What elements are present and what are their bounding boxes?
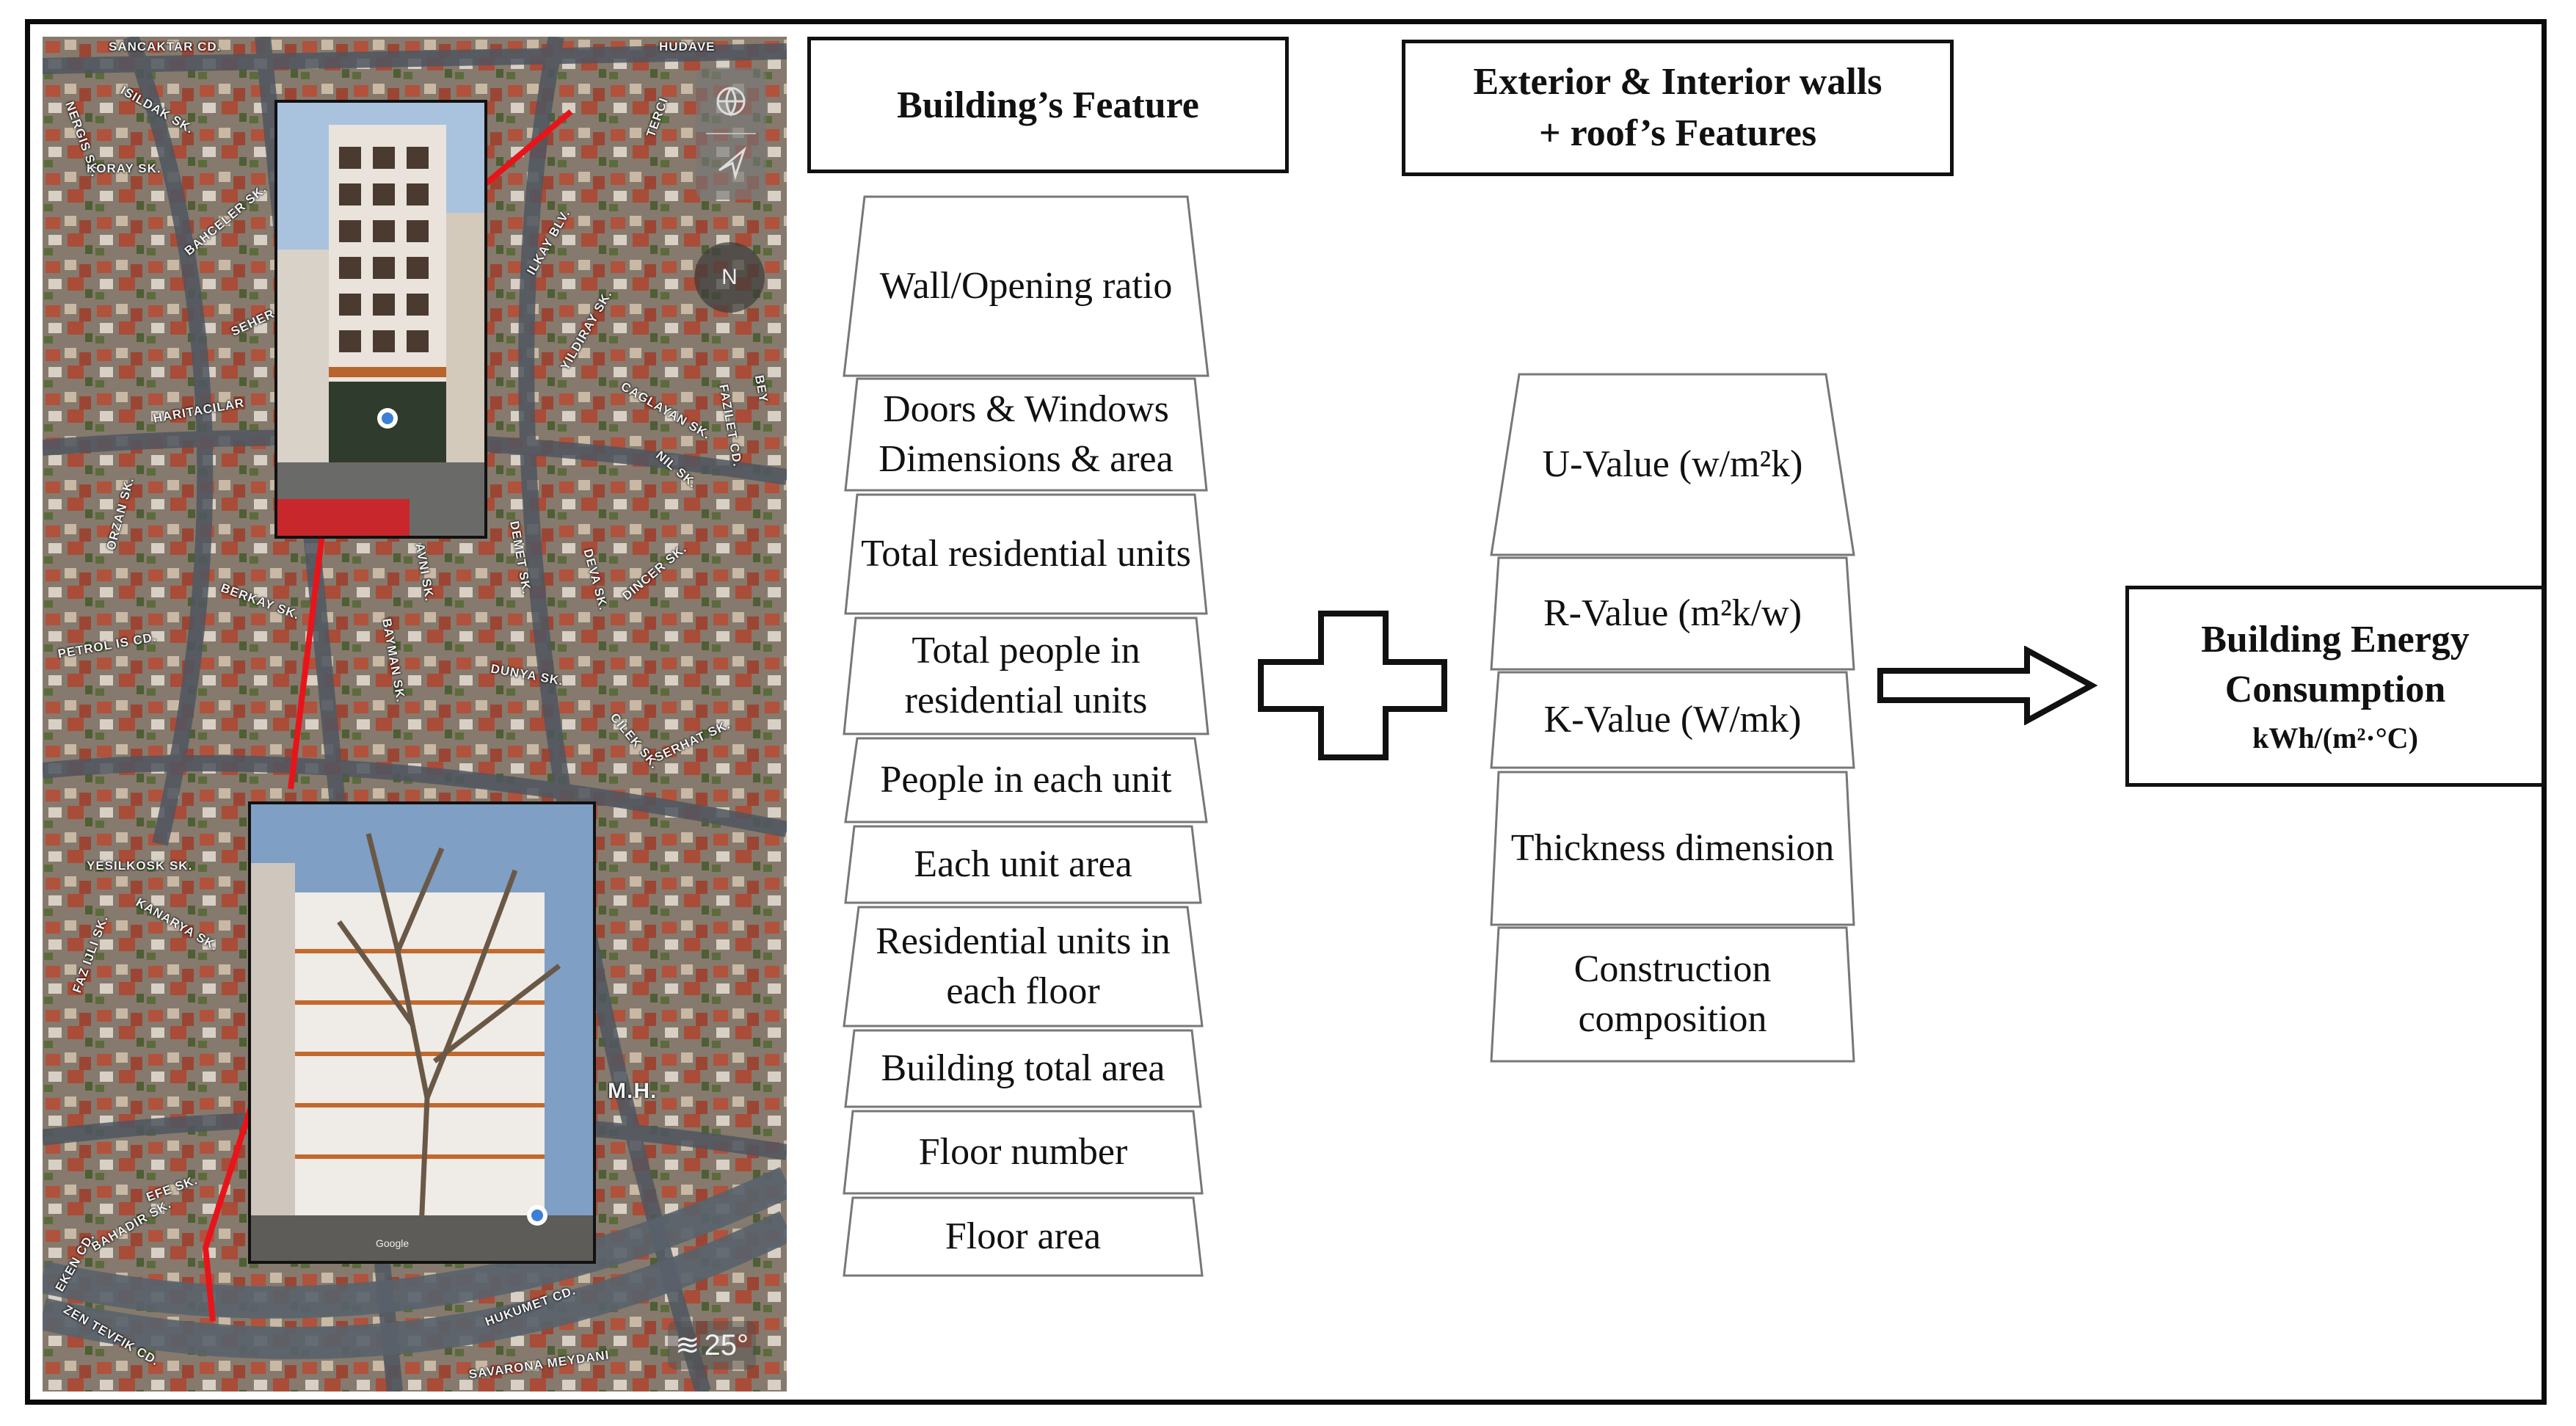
wall-features-item: K-Value (W/mk) xyxy=(1490,671,1855,769)
google-watermark: Google xyxy=(376,1237,410,1249)
building-features-label: Doors & Windows Dimensions & area xyxy=(878,388,1174,480)
energy-consumption-box: Building Energy Consumption kWh/(m²·°C) xyxy=(2125,586,2545,787)
building-features-item: Residential units in each floor xyxy=(843,906,1204,1027)
arrow-right-icon xyxy=(1877,646,2097,725)
building-features-item: Building total area xyxy=(844,1029,1202,1108)
wall-features-label: R-Value (m²k/w) xyxy=(1543,592,1802,635)
wall-feature-header: Exterior & Interior walls + roof’s Featu… xyxy=(1402,40,1954,176)
building-features-label: Residential units in each floor xyxy=(876,920,1171,1012)
street-label: HUDAVE xyxy=(659,40,716,54)
building-features-item: Wall/Opening ratio xyxy=(843,195,1209,377)
street-label: SANCAKTAR CD. xyxy=(109,40,222,54)
wall-features-label: Construction composition xyxy=(1573,948,1772,1040)
wall-features-item: Construction composition xyxy=(1490,926,1855,1063)
wall-features-item: R-Value (m²k/w) xyxy=(1490,556,1855,671)
wind-icon: ≋ xyxy=(675,1329,700,1361)
building-features-item: Doors & Windows Dimensions & area xyxy=(844,377,1208,492)
building-features-label: Total residential units xyxy=(861,533,1191,575)
temperature: 25° xyxy=(704,1328,749,1361)
building-features-label: Building total area xyxy=(881,1047,1165,1090)
locate-arrow-icon[interactable] xyxy=(718,146,747,181)
building-features-item: Each unit area xyxy=(844,825,1202,904)
building-features-label: Floor number xyxy=(918,1131,1128,1174)
wall-features-item: Thickness dimension xyxy=(1490,771,1855,926)
street-label: YESILKOSK SK. xyxy=(87,859,193,873)
wall-features-item: U-Value (w/m²k) xyxy=(1490,373,1855,556)
building-features-label: Floor area xyxy=(945,1215,1102,1258)
building-features-item: Floor number xyxy=(843,1110,1204,1195)
building-features-label: Total people in residential units xyxy=(904,630,1148,721)
compass-icon[interactable]: N xyxy=(694,242,765,313)
wall-features-label: Thickness dimension xyxy=(1510,827,1835,870)
building-photo-1 xyxy=(274,100,487,539)
building-features-label: People in each unit xyxy=(880,759,1172,801)
street-label: KORAY SK. xyxy=(87,161,161,175)
plus-icon xyxy=(1258,611,1447,760)
building-feature-title: Building’s Feature xyxy=(897,84,1199,126)
building-features-label: Each unit area xyxy=(914,843,1132,886)
building-feature-header: Building’s Feature xyxy=(807,37,1289,173)
building-photo-2: Google xyxy=(248,801,596,1264)
weather-widget: ≋25° xyxy=(668,1321,757,1369)
wall-feature-title-line2: + roof’s Features xyxy=(1538,112,1817,154)
result-title-line2: Consumption xyxy=(2224,669,2446,710)
wall-features-label: U-Value (w/m²k) xyxy=(1542,443,1803,486)
wall-feature-title-line1: Exterior & Interior walls xyxy=(1473,60,1882,103)
result-unit: kWh/(m²·°C) xyxy=(2252,721,2418,754)
building-features-item: Total residential units xyxy=(844,493,1208,615)
satellite-map[interactable]: SANCAKTAR CD. ISILDAK SK. NERGIS SK. KOR… xyxy=(43,37,787,1392)
result-title-line1: Building Energy xyxy=(2201,619,2470,661)
globe-icon[interactable] xyxy=(716,87,746,117)
building-features-item: Total people in residential units xyxy=(843,616,1209,735)
building-features-item: Floor area xyxy=(843,1196,1204,1277)
map-control-panel xyxy=(696,68,766,200)
district-label: M.H. xyxy=(608,1079,658,1103)
building-features-item: People in each unit xyxy=(844,737,1208,823)
building-features-label: Wall/Opening ratio xyxy=(879,265,1173,308)
wall-features-label: K-Value (W/mk) xyxy=(1543,699,1802,741)
